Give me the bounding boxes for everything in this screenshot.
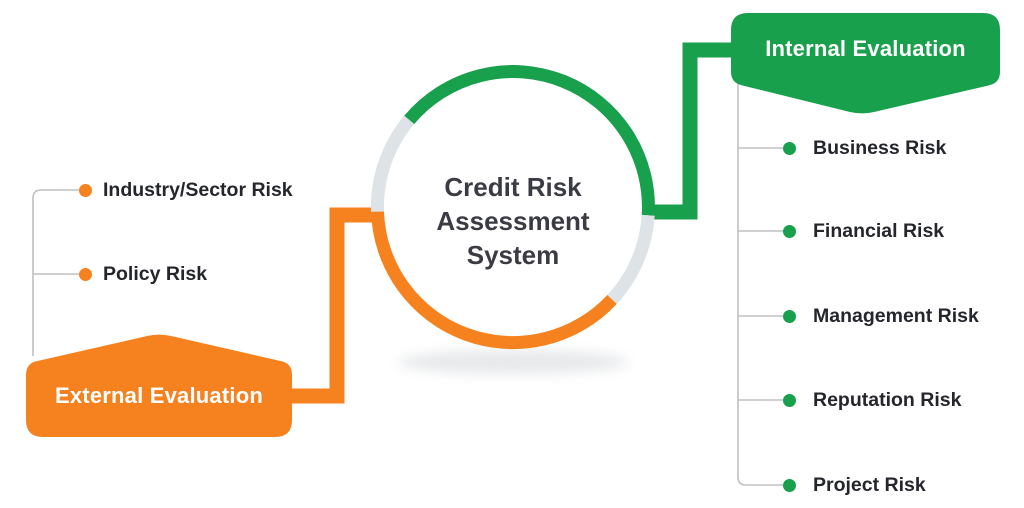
risk-item-label: Business Risk xyxy=(813,136,947,159)
risk-item: Financial Risk xyxy=(783,219,944,243)
bullet-icon xyxy=(783,224,796,238)
risk-item: Business Risk xyxy=(783,136,946,160)
risk-item: Industry/Sector Risk xyxy=(79,178,293,202)
assessment-ring xyxy=(370,65,655,349)
risk-item-label: Policy Risk xyxy=(103,262,208,285)
ring-arc-gray-bottom xyxy=(607,214,655,304)
risk-item: Management Risk xyxy=(783,304,979,328)
page-title: Credit Risk Assessment System xyxy=(436,172,590,270)
external-banner-label: External Evaluation xyxy=(55,383,263,408)
internal-banner-shape xyxy=(731,13,1000,114)
ring-arc-orange xyxy=(371,211,617,349)
risk-item-label: Project Risk xyxy=(813,473,926,496)
risk-item-label: Industry/Sector Risk xyxy=(103,178,293,201)
ring-arc-green xyxy=(404,65,655,216)
risk-item: Project Risk xyxy=(783,473,926,497)
internal-tree-lines xyxy=(737,80,783,486)
ring-arc-gray-left xyxy=(370,115,415,212)
external-tree-lines xyxy=(32,189,79,356)
bullet-icon xyxy=(783,309,796,323)
risk-item-label: Reputation Risk xyxy=(813,388,962,411)
circle-shadow xyxy=(398,350,628,374)
risk-item: Policy Risk xyxy=(79,262,207,286)
bullet-icon xyxy=(79,267,92,281)
external-banner-shape xyxy=(26,334,292,437)
bullet-icon xyxy=(79,183,92,197)
risk-item-label: Management Risk xyxy=(813,304,979,327)
bullet-icon xyxy=(783,393,796,407)
internal-connector xyxy=(648,42,733,220)
internal-banner-label: Internal Evaluation xyxy=(765,36,966,61)
external-connector xyxy=(290,207,375,404)
bullet-icon xyxy=(783,478,796,492)
risk-item: Reputation Risk xyxy=(783,388,961,412)
risk-item-label: Financial Risk xyxy=(813,219,945,242)
bullet-icon xyxy=(783,141,796,155)
